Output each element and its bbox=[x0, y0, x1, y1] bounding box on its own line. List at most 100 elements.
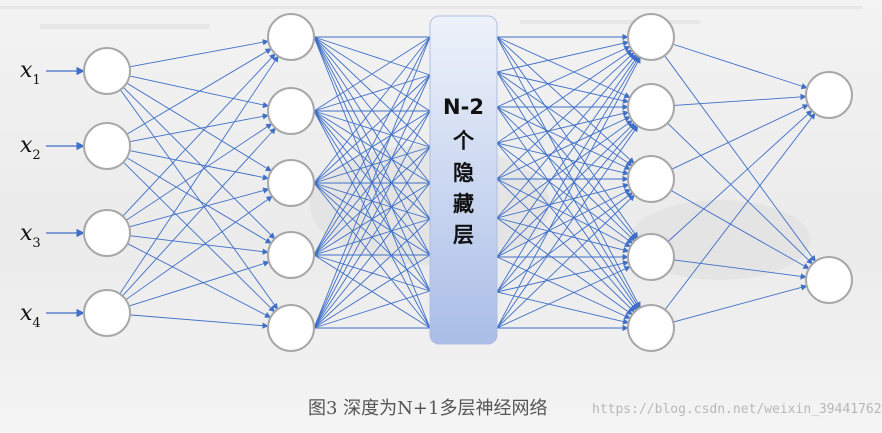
connection-edge bbox=[496, 188, 632, 258]
connection-edge bbox=[126, 157, 272, 244]
connection-edge bbox=[313, 110, 431, 329]
connection-edge bbox=[496, 45, 631, 108]
connection-edge bbox=[496, 71, 633, 167]
hidden-block-line-2: 个 bbox=[453, 129, 475, 153]
connection-edge bbox=[496, 142, 630, 176]
hidden-last-node bbox=[627, 304, 675, 352]
connection-edge bbox=[496, 217, 630, 254]
connection-edge bbox=[673, 259, 807, 280]
connection-edge bbox=[123, 161, 276, 313]
connection-edge bbox=[496, 36, 639, 239]
connection-edge bbox=[496, 124, 637, 293]
connection-edge bbox=[667, 122, 813, 265]
watermark-url: https://blog.csdn.net/weixin_39441762 bbox=[592, 402, 882, 417]
connection-edge bbox=[496, 182, 630, 219]
output-node bbox=[805, 71, 853, 119]
connection-edge bbox=[496, 178, 632, 248]
hidden-layers-block: N-2 个 隐 藏 层 bbox=[429, 15, 498, 345]
connection-edge bbox=[496, 266, 631, 329]
input-node bbox=[83, 47, 131, 95]
hidden-block-line-1: N-2 bbox=[443, 95, 484, 119]
connection-edge bbox=[496, 49, 633, 144]
hidden-last-node bbox=[627, 13, 675, 61]
connection-edge bbox=[119, 55, 279, 295]
connection-edge bbox=[313, 182, 431, 329]
connection-edge bbox=[496, 71, 640, 309]
connection-edge bbox=[496, 291, 630, 325]
connection-edge bbox=[313, 36, 431, 112]
connection-edge bbox=[670, 189, 810, 270]
connection-edge bbox=[496, 217, 633, 315]
connection-edge bbox=[496, 106, 635, 242]
input-label-2: x2 bbox=[20, 133, 41, 163]
connection-edge bbox=[496, 56, 641, 329]
connection-edge bbox=[127, 243, 272, 318]
hidden-first-node bbox=[267, 231, 315, 279]
connection-edge bbox=[671, 104, 809, 170]
connection-edge bbox=[129, 314, 269, 329]
hidden-first-node bbox=[267, 13, 315, 61]
connection-edge bbox=[496, 120, 633, 219]
input-node bbox=[83, 289, 131, 337]
connection-edge bbox=[313, 36, 431, 184]
connection-edge bbox=[125, 195, 273, 301]
connection-edge bbox=[673, 93, 807, 106]
connection-edge bbox=[313, 36, 431, 329]
connection-edge bbox=[125, 123, 273, 221]
connection-edge bbox=[496, 122, 635, 258]
connection-edge bbox=[129, 113, 270, 143]
output-node bbox=[805, 256, 853, 304]
connection-edge bbox=[667, 110, 813, 242]
connection-edge bbox=[672, 43, 808, 90]
connection-edge bbox=[122, 53, 276, 217]
connection-edge bbox=[313, 36, 431, 256]
connection-edge bbox=[120, 89, 278, 310]
connection-edge bbox=[129, 235, 269, 255]
input-node bbox=[83, 122, 131, 170]
connection-edge bbox=[496, 52, 635, 180]
connection-edge bbox=[496, 40, 630, 73]
connection-edge bbox=[496, 54, 637, 219]
input-label-1: x1 bbox=[20, 58, 41, 88]
hidden-first-node bbox=[267, 159, 315, 207]
connection-edge bbox=[313, 110, 431, 184]
input-labels: x1 x2 x3 x4 bbox=[20, 58, 41, 331]
connection-edge bbox=[129, 39, 270, 68]
hidden-block-line-3: 隐 bbox=[453, 161, 474, 185]
connection-edge bbox=[496, 110, 630, 144]
input-arrows bbox=[46, 66, 85, 318]
connection-edge bbox=[496, 116, 631, 180]
connection-edge bbox=[129, 187, 270, 228]
connection-edge bbox=[496, 71, 630, 104]
connection-edge bbox=[496, 56, 640, 293]
connection-edge bbox=[126, 82, 272, 172]
connection-edges bbox=[119, 33, 816, 332]
figure-caption: 图3 深度为N+1多层神经网络 bbox=[308, 398, 548, 419]
connection-edge bbox=[496, 142, 634, 244]
connection-edge bbox=[128, 260, 270, 307]
connection-edge bbox=[313, 36, 431, 292]
hidden-last-node bbox=[627, 83, 675, 131]
connection-edge bbox=[496, 125, 639, 329]
connection-edge bbox=[313, 36, 431, 76]
connection-edge bbox=[313, 74, 431, 184]
connection-edge bbox=[496, 36, 641, 309]
connection-edge bbox=[496, 71, 637, 240]
hidden-last-node bbox=[627, 155, 675, 203]
connection-edge bbox=[126, 48, 272, 135]
connection-edge bbox=[496, 55, 639, 258]
neuron-nodes bbox=[83, 13, 853, 352]
connection-edge bbox=[129, 150, 270, 181]
connection-edge bbox=[496, 142, 637, 311]
connection-edge bbox=[313, 74, 431, 112]
hidden-first-node bbox=[267, 87, 315, 135]
connection-edge bbox=[122, 127, 276, 297]
connection-edge bbox=[496, 194, 635, 329]
hidden-block-line-5: 层 bbox=[453, 223, 474, 247]
connection-edge bbox=[496, 36, 635, 164]
connection-edge bbox=[313, 36, 431, 220]
connection-edge bbox=[664, 55, 816, 262]
connection-edge bbox=[496, 256, 631, 319]
connection-edge bbox=[496, 192, 633, 293]
hidden-last-node bbox=[627, 233, 675, 281]
